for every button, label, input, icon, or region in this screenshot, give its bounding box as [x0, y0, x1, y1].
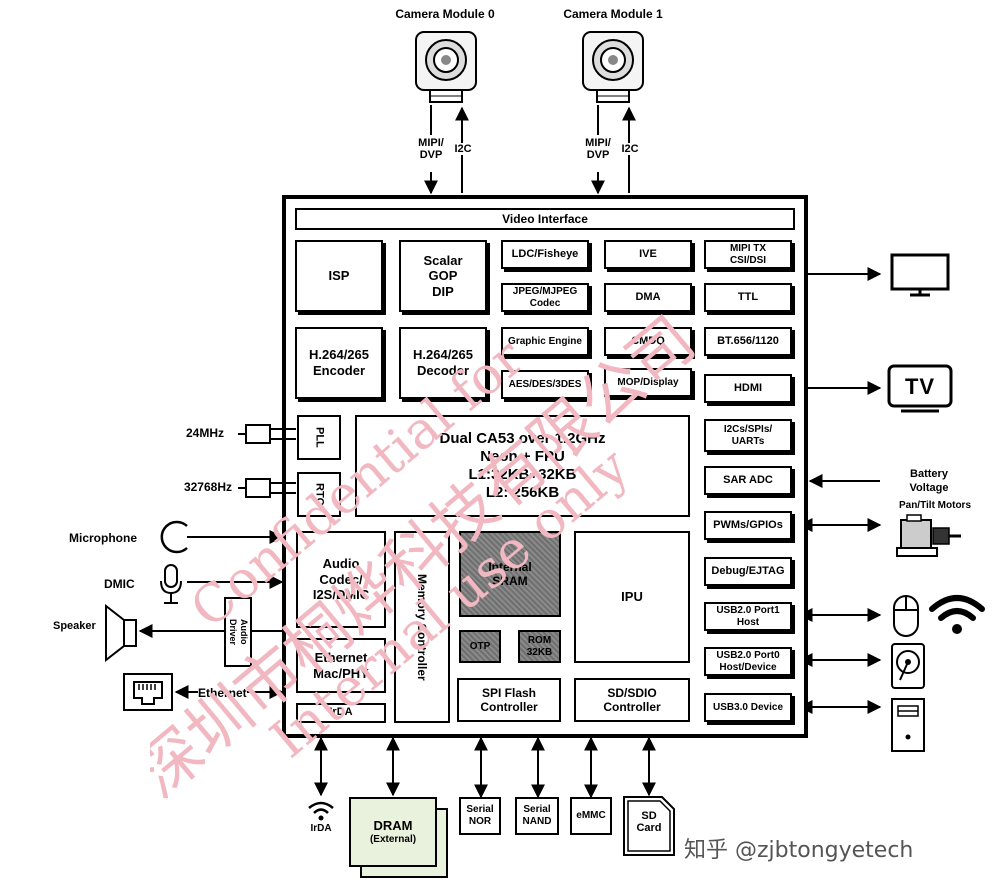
serial-nor-block: Serial NOR — [459, 797, 501, 835]
motors-label: Pan/Tilt Motors — [898, 500, 972, 511]
cmdq-block: CMDQ — [604, 327, 692, 356]
sd-card-label: SD Card — [636, 810, 662, 835]
cam1-mipi-label: MIPI/ DVP — [577, 137, 619, 161]
microphone-label: Microphone — [69, 531, 137, 545]
pc-tower-icon — [891, 698, 925, 752]
dma-block: DMA — [604, 283, 692, 312]
encoder-block: H.264/265 Encoder — [295, 327, 383, 399]
internal-sram-block: Internal SRAM — [459, 531, 561, 617]
clock-32768hz-label: 32768Hz — [183, 480, 232, 494]
crystal-32khz-icon — [238, 478, 296, 498]
aes-block: AES/DES/3DES — [501, 370, 589, 399]
cam1-i2c-label: I2C — [619, 143, 641, 155]
dram-sub-label: (External) — [369, 833, 417, 845]
microphone-icon — [160, 520, 188, 554]
spi-flash-controller-block: SPI Flash Controller — [457, 678, 561, 722]
cam0-i2c-label: I2C — [452, 143, 474, 155]
memory-controller-block: Memory Controller — [394, 531, 450, 723]
sdio-controller-block: SD/SDIO Controller — [574, 678, 690, 722]
i2c-spi-uart-block: I2Cs/SPIs/ UARTs — [704, 419, 792, 452]
dmic-label: DMIC — [104, 577, 135, 591]
ttl-block: TTL — [704, 283, 792, 312]
scalar-block: Scalar GOP DIP — [399, 240, 487, 312]
hdmi-block: HDMI — [704, 374, 792, 403]
usb3-device-block: USB3.0 Device — [704, 693, 792, 722]
emmc-block: eMMC — [570, 797, 612, 835]
ethernet-mac-block: Ethernet Mac/PHY — [296, 638, 386, 693]
wifi-icon — [929, 595, 985, 634]
decoder-block: H.264/265 Decoder — [399, 327, 487, 399]
pll-block: PLL — [297, 415, 341, 460]
isp-block: ISP — [295, 240, 383, 312]
ldc-block: LDC/Fisheye — [501, 240, 589, 269]
camera-1-label: Camera Module 1 — [563, 7, 663, 21]
bt656-block: BT.656/1120 — [704, 327, 792, 356]
cpu-block: Dual CA53 over 1.2GHz Neon + FPU L1:32KB… — [355, 415, 690, 517]
battery-voltage-label: Battery Voltage — [909, 468, 949, 495]
monitor-icon — [890, 253, 950, 297]
pwm-gpio-block: PWMs/GPIOs — [704, 511, 792, 540]
speaker-label: Speaker — [53, 620, 96, 632]
irda-external-label: IrDA — [310, 823, 332, 834]
cam0-mipi-label: MIPI/ DVP — [410, 137, 452, 161]
ive-block: IVE — [604, 240, 692, 269]
mipi-tx-block: MIPI TX CSI/DSI — [704, 240, 792, 269]
camera-1-icon — [582, 31, 644, 103]
sar-adc-block: SAR ADC — [704, 466, 792, 495]
irda-wireless-icon — [308, 801, 334, 821]
audio-driver-block: Audio Driver — [224, 597, 252, 667]
jpeg-block: JPEG/MJPEG Codec — [501, 283, 589, 312]
ethernet-label: Ethernet — [198, 686, 247, 700]
usb2-port1-block: USB2.0 Port1 Host — [704, 602, 792, 631]
crystal-24mhz-icon — [238, 424, 296, 444]
debug-ejtag-block: Debug/EJTAG — [704, 557, 792, 586]
sd-card-icon — [623, 796, 675, 856]
mop-display-block: MOP/Display — [604, 368, 692, 397]
tv-icon — [887, 364, 953, 413]
motor-icon — [896, 514, 961, 557]
dram-label: DRAM — [373, 818, 413, 834]
rtc-block: RTC — [297, 472, 341, 517]
ethernet-port-icon — [123, 673, 173, 711]
usb2-port0-block: USB2.0 Port0 Host/Device — [704, 647, 792, 676]
mouse-icon — [893, 595, 919, 637]
serial-nand-block: Serial NAND — [515, 797, 559, 835]
graphic-engine-block: Graphic Engine — [501, 327, 589, 356]
speaker-icon — [105, 604, 137, 662]
dmic-icon — [160, 564, 182, 604]
camera-0-label: Camera Module 0 — [395, 7, 495, 21]
audio-codec-block: Audio Codec/ I2S/DMIC — [296, 531, 386, 628]
otp-block: OTP — [459, 630, 501, 663]
clock-24mhz-label: 24MHz — [185, 426, 224, 440]
ipu-block: IPU — [574, 531, 690, 663]
dram-block: DRAM (External) — [349, 797, 437, 867]
camera-0-icon — [415, 31, 477, 103]
video-interface-block: Video Interface — [295, 208, 795, 230]
irda-block: IrDA — [296, 703, 386, 723]
tv-label: TV — [904, 374, 936, 399]
rom-block: ROM 32KB — [518, 630, 561, 663]
credit-label: 知乎 @zjbtongyetech — [684, 838, 914, 863]
hard-drive-icon — [891, 643, 925, 689]
